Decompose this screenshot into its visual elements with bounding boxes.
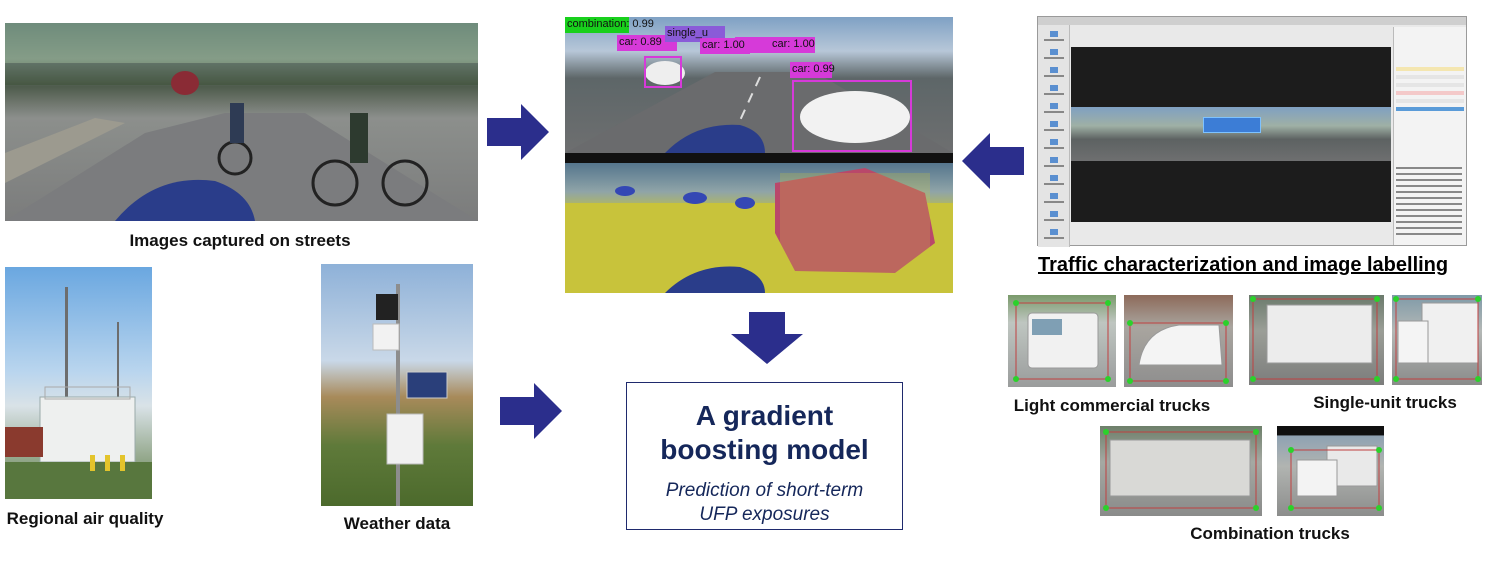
caption-combination: Combination trucks <box>1190 524 1350 543</box>
caption-air-quality: Regional air quality <box>6 509 164 528</box>
canvas-image <box>1071 107 1391 161</box>
model-title-line1: A gradient <box>695 400 834 431</box>
combination-truck-image-1 <box>1100 426 1262 516</box>
weather-image <box>321 264 473 506</box>
arrow-right-icon <box>500 383 562 439</box>
detection-label: combination: 0.99 <box>567 18 654 30</box>
detection-panel: combination: 0.99 car: 0.89 single_u car… <box>565 17 953 293</box>
detection-label: car: 1.00 <box>702 39 745 51</box>
detection-label: single_u <box>667 27 708 39</box>
caption-light-trucks: Light commercial trucks <box>1013 396 1211 415</box>
app-title-bar <box>1038 17 1466 25</box>
detection-label: car: 0.99 <box>792 63 835 75</box>
caption-single-unit: Single-unit trucks <box>1313 393 1457 412</box>
segmentation-frame <box>565 163 953 293</box>
traffic-title: Traffic characterization and image label… <box>1038 254 1449 276</box>
arrow-down-icon <box>731 312 803 364</box>
detection-label: car: 0.89 <box>619 36 662 48</box>
weather-station-scene <box>372 284 448 506</box>
app-toolbar <box>1038 25 1070 247</box>
labelling-app-screenshot <box>1037 16 1467 247</box>
arrow-right-icon <box>487 104 549 160</box>
caption-streets: Images captured on streets <box>129 231 351 250</box>
street-scene <box>5 23 478 221</box>
app-canvas <box>1071 47 1391 222</box>
combination-truck-image-2 <box>1277 426 1384 516</box>
street-image <box>5 23 478 221</box>
model-title-line2: boosting model <box>660 434 869 465</box>
light-truck-image-2 <box>1124 295 1233 387</box>
detection-label: car: 1.00 <box>772 38 815 50</box>
arrow-left-icon <box>962 133 1024 189</box>
caption-weather: Weather data <box>343 514 451 533</box>
model-box: A gradient boosting model Prediction of … <box>626 382 903 530</box>
single-unit-truck-image-1 <box>1249 295 1384 385</box>
light-truck-image-1 <box>1008 295 1116 387</box>
segmentation-scene <box>565 168 953 293</box>
air-station-scene <box>5 287 152 499</box>
single-unit-truck-image-2 <box>1392 295 1482 385</box>
detection-scene <box>565 17 953 154</box>
model-subtitle-line2: UFP exposures <box>699 504 830 525</box>
detection-frame: combination: 0.99 car: 0.89 single_u car… <box>565 17 953 154</box>
app-right-panel <box>1393 27 1466 245</box>
model-subtitle-line1: Prediction of short-term <box>665 480 864 501</box>
air-quality-image <box>5 267 152 499</box>
